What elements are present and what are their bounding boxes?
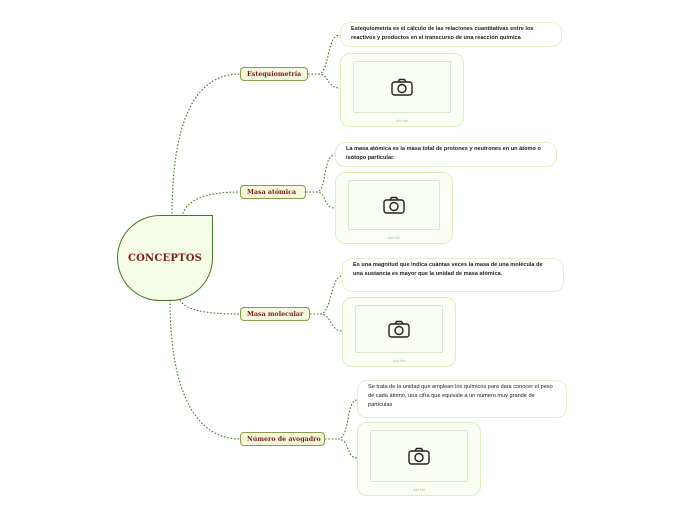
topic-label: Estequiometría: [247, 70, 302, 78]
camera-icon: [391, 78, 413, 96]
camera-icon: [388, 320, 410, 338]
note-numero-de-avogadro: Se trata de la unidad que emplean los qu…: [357, 380, 567, 418]
image-caption: Add Me: [395, 119, 409, 123]
camera-icon: [408, 447, 430, 465]
image-placeholder-masa-atomica[interactable]: Add Me: [335, 172, 453, 244]
image-caption: Add Me: [412, 488, 426, 492]
topic-label: Número de avogadro: [247, 435, 321, 443]
image-caption: Add Me: [387, 236, 401, 240]
note-estequiometria: Estequiometría es el cálculo de las rela…: [340, 22, 562, 47]
central-topic-label: CONCEPTOS: [127, 252, 203, 264]
note-text: La masa atómica es la masa total de prot…: [346, 146, 541, 161]
note-masa-atomica: La masa atómica es la masa total de prot…: [335, 142, 557, 167]
image-placeholder-masa-molecular[interactable]: Add Me: [342, 297, 456, 367]
topic-label: Masa atómica: [247, 188, 297, 196]
note-text: Se trata de la unidad que emplean los qu…: [368, 384, 553, 408]
topic-masa-molecular[interactable]: Masa molecular: [240, 307, 310, 321]
image-placeholder-numero-de-avogadro[interactable]: Add Me: [357, 422, 481, 496]
topic-estequiometria[interactable]: Estequiometría: [240, 67, 308, 81]
note-masa-molecular: Es una magnitud que indica cuántas veces…: [342, 258, 564, 292]
image-caption: Add Me: [392, 359, 406, 363]
camera-icon: [383, 196, 405, 214]
image-placeholder-estequiometria[interactable]: Add Me: [340, 53, 464, 127]
central-topic[interactable]: CONCEPTOS: [117, 215, 213, 301]
topic-label: Masa molecular: [247, 310, 304, 318]
note-text: Estequiometría es el cálculo de las rela…: [351, 26, 534, 41]
topic-masa-atomica[interactable]: Masa atómica: [240, 185, 306, 199]
note-text: Es una magnitud que indica cuántas veces…: [353, 262, 543, 277]
topic-numero-de-avogadro[interactable]: Número de avogadro: [240, 432, 325, 446]
